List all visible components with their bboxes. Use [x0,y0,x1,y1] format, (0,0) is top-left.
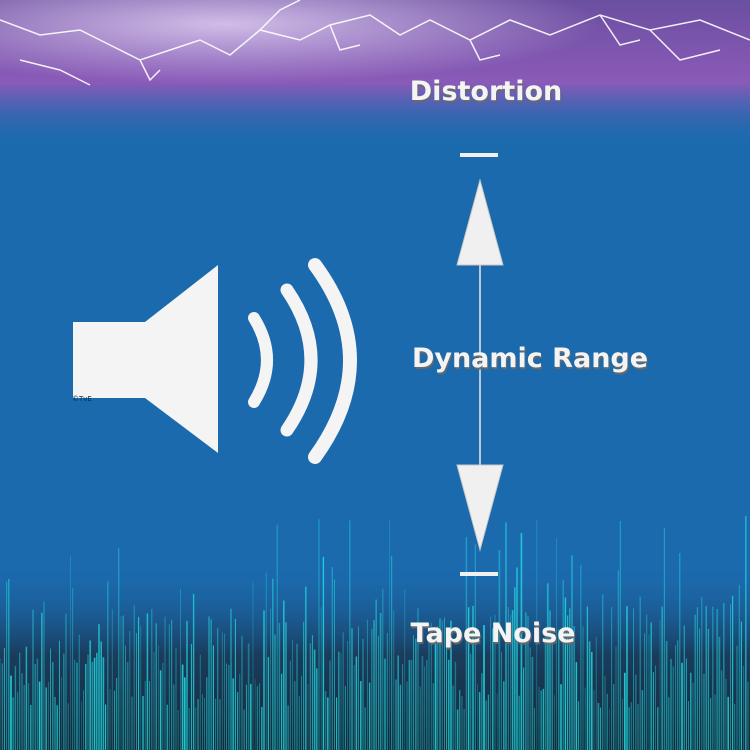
distortion-label: Distortion [409,76,563,107]
arrow-up-head [456,178,504,266]
sound-wave-large [308,258,357,464]
lightning-icon [0,0,750,86]
double-arrow-icon [456,153,504,576]
sound-wave-medium [280,283,318,437]
arrow-down-head [456,464,504,552]
upper-limit-bar [460,153,498,157]
lower-limit-bar [460,572,498,576]
dynamic-range-label: Dynamic Range [411,343,649,374]
noise-waveform-icon [0,516,749,750]
copyright-text: ©TvE [72,395,92,403]
speaker-icon [73,258,357,464]
sound-wave-small [248,312,273,408]
tape-noise-label: Tape Noise [410,618,576,649]
